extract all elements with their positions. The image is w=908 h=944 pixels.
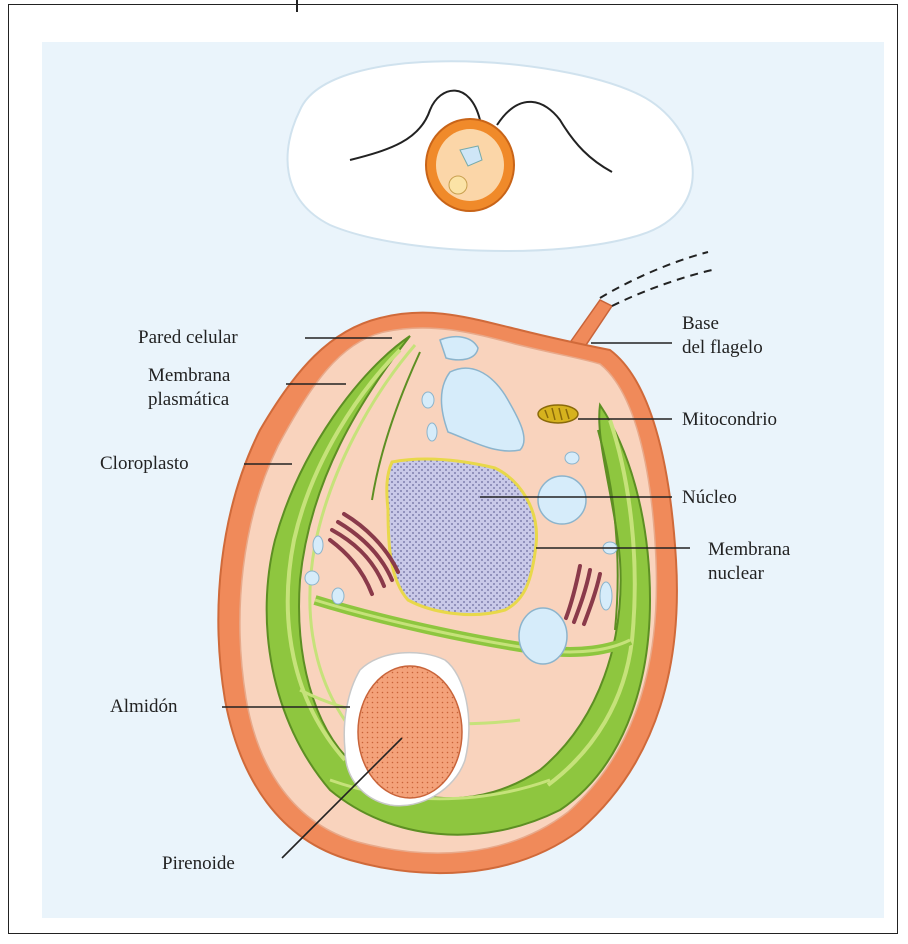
label-membrana-plasmatica-line1: Membrana — [148, 364, 230, 388]
label-mitocondrio: Mitocondrio — [682, 408, 777, 432]
vacuole-small-8 — [600, 582, 612, 610]
overview-cell — [288, 61, 693, 251]
flagellum-dashed-2 — [612, 270, 712, 306]
label-almidon: Almidón — [110, 695, 178, 719]
pyrenoid — [358, 666, 462, 798]
overview-pyrenoid — [449, 176, 467, 194]
label-membrana-plasmatica: Membrana plasmática — [148, 364, 230, 412]
nucleus — [387, 459, 537, 614]
vacuole-small-1 — [565, 452, 579, 464]
mitochondrion — [538, 405, 578, 423]
vacuole-small-5 — [313, 536, 323, 554]
pyrenoid-group — [344, 653, 469, 806]
label-base-flagelo: Base del flagelo — [682, 312, 763, 360]
label-membrana-nuclear-line2: nuclear — [708, 562, 790, 586]
label-nucleo: Núcleo — [682, 486, 737, 510]
vacuole-small-6 — [305, 571, 319, 585]
label-base-flagelo-line1: Base — [682, 312, 763, 336]
vacuole-right-2 — [519, 608, 567, 664]
vacuole-small-3 — [422, 392, 434, 408]
vacuole-small-4 — [427, 423, 437, 441]
label-membrana-nuclear: Membrana nuclear — [708, 538, 790, 586]
label-base-flagelo-line2: del flagelo — [682, 336, 763, 360]
label-cloroplasto: Cloroplasto — [100, 452, 189, 476]
vacuole-right-1 — [538, 476, 586, 524]
label-membrana-plasmatica-line2: plasmática — [148, 388, 230, 412]
label-pirenoide: Pirenoide — [162, 852, 235, 876]
label-membrana-nuclear-line1: Membrana — [708, 538, 790, 562]
label-pared-celular: Pared celular — [138, 326, 238, 350]
vacuole-small-7 — [332, 588, 344, 604]
